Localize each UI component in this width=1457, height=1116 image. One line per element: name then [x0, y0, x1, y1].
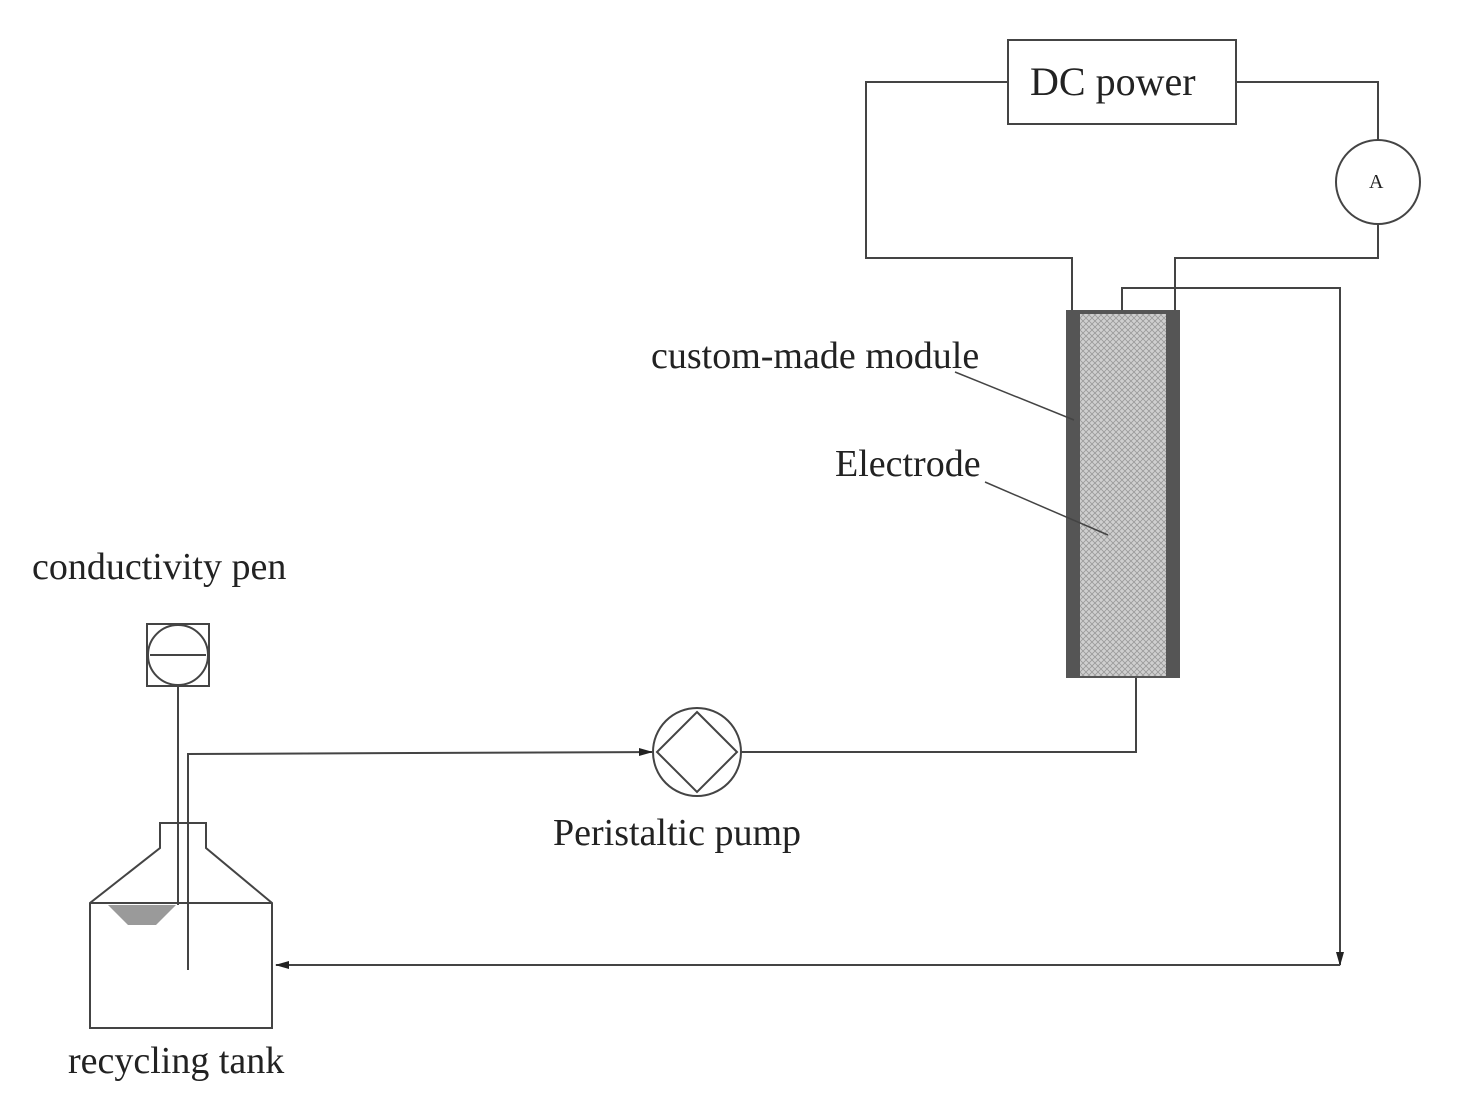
dc-power-box: [1007, 39, 1237, 125]
ammeter-icon: [1335, 139, 1421, 225]
tank-outlet-line: [187, 748, 653, 970]
dc-power-label: DC power: [1030, 59, 1196, 104]
peristaltic-pump-label: Peristaltic pump: [553, 812, 802, 854]
recycling-tank: [89, 822, 273, 1029]
wire-right-top: [1236, 81, 1379, 140]
ammeter-label: A: [1369, 171, 1384, 193]
wire-left: [865, 81, 1073, 312]
pump-diamond: [655, 710, 739, 794]
electrode-label: Electrode: [835, 443, 981, 485]
custom-module-label: custom-made module: [651, 335, 980, 377]
recycling-tank-label: recycling tank: [68, 1040, 285, 1082]
pump-icon: [652, 707, 742, 797]
pump-outlet-line: [740, 678, 1137, 753]
electrode-leader-line: [984, 481, 1109, 536]
electrode-body: [1080, 314, 1166, 676]
module-leader-line: [954, 371, 1075, 421]
tank-liquid: [108, 905, 176, 925]
return-line: [1121, 287, 1344, 966]
wire-right-bottom: [1174, 224, 1379, 312]
conductivity-pen-label: conductivity pen: [32, 546, 287, 588]
